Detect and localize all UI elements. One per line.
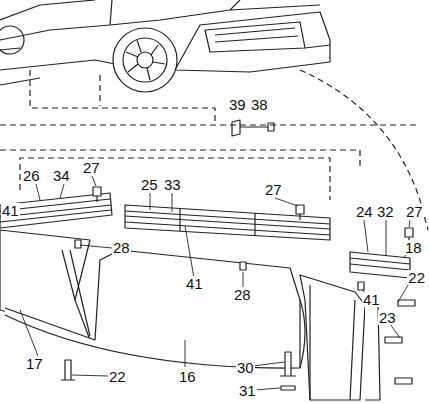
callout-number: 30 bbox=[236, 360, 255, 375]
callout-number: 26 bbox=[22, 168, 41, 183]
callout-number: 39 bbox=[228, 97, 247, 112]
moulding-strip bbox=[0, 193, 112, 228]
callout-number: 28 bbox=[233, 287, 252, 302]
callout-number: 41 bbox=[1, 203, 20, 218]
callout-number: 33 bbox=[163, 177, 182, 192]
callout-number: 34 bbox=[52, 168, 71, 183]
callout-number: 27 bbox=[82, 160, 101, 175]
callout-number: 18 bbox=[404, 240, 423, 255]
callout-number: 31 bbox=[238, 383, 257, 398]
callout-number: 28 bbox=[112, 240, 131, 255]
bracket-part bbox=[232, 120, 274, 136]
callout-number: 27 bbox=[405, 204, 424, 219]
callout-number: 41 bbox=[185, 276, 204, 291]
callout-number: 27 bbox=[264, 182, 283, 197]
callout-number: 38 bbox=[250, 97, 269, 112]
callout-number: 25 bbox=[140, 177, 159, 192]
callout-number: 32 bbox=[376, 204, 395, 219]
callout-number: 17 bbox=[25, 356, 44, 371]
car-illustration bbox=[0, 0, 330, 92]
callout-number: 24 bbox=[355, 204, 374, 219]
dashed-callout-line bbox=[0, 70, 428, 230]
callout-number: 23 bbox=[378, 310, 397, 325]
callout-number: 16 bbox=[178, 369, 197, 384]
moulding-strip bbox=[125, 205, 330, 240]
callout-number: 22 bbox=[407, 270, 426, 285]
moulding-strip bbox=[350, 252, 410, 278]
screw-part bbox=[61, 187, 415, 390]
callout-number: 22 bbox=[108, 369, 127, 384]
callout-number: 41 bbox=[362, 292, 381, 307]
leader-line bbox=[10, 176, 410, 390]
